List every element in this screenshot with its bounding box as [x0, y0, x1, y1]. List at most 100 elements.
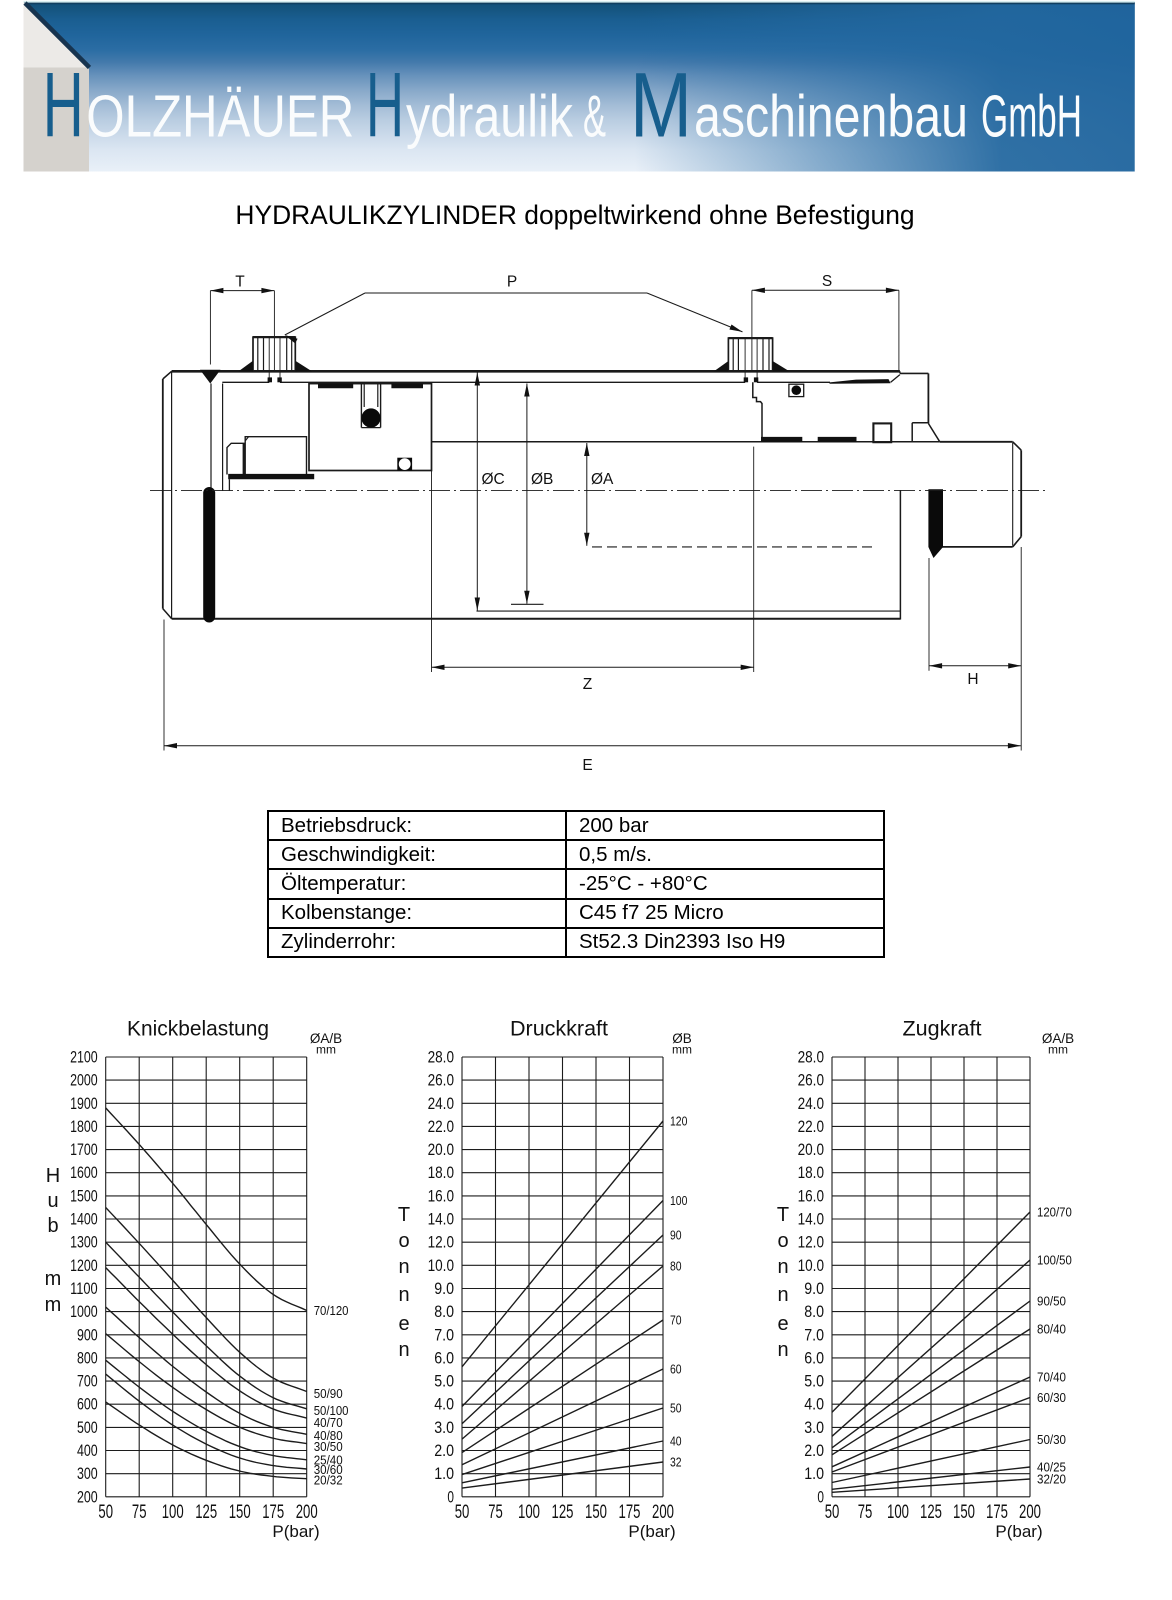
svg-text:mm: mm — [672, 1043, 692, 1057]
svg-text:Druckkraft: Druckkraft — [510, 1017, 608, 1041]
svg-text:1800: 1800 — [70, 1118, 98, 1136]
svg-text:ydraulik: ydraulik — [406, 83, 573, 150]
svg-text:1700: 1700 — [70, 1141, 98, 1159]
svg-text:175: 175 — [986, 1502, 1008, 1523]
svg-text:b: b — [47, 1215, 58, 1237]
svg-text:22.0: 22.0 — [798, 1118, 824, 1136]
svg-text:175: 175 — [262, 1502, 284, 1523]
svg-text:n: n — [398, 1339, 409, 1361]
svg-text:28.0: 28.0 — [428, 1049, 454, 1067]
svg-text:1100: 1100 — [70, 1280, 98, 1298]
svg-text:e: e — [398, 1313, 409, 1335]
svg-text:P(bar): P(bar) — [995, 1522, 1042, 1541]
svg-text:400: 400 — [77, 1442, 98, 1460]
svg-text:n: n — [777, 1256, 788, 1278]
svg-text:100/50: 100/50 — [1037, 1254, 1072, 1268]
svg-text:24.0: 24.0 — [798, 1095, 824, 1113]
svg-text:1.0: 1.0 — [804, 1465, 824, 1483]
svg-text:500: 500 — [77, 1419, 98, 1437]
svg-text:800: 800 — [77, 1349, 98, 1367]
svg-text:P(bar): P(bar) — [628, 1522, 675, 1541]
svg-text:3.0: 3.0 — [434, 1419, 454, 1437]
svg-text:150: 150 — [229, 1502, 251, 1523]
svg-text:T: T — [398, 1204, 410, 1226]
svg-text:125: 125 — [552, 1502, 574, 1523]
svg-text:Zugkraft: Zugkraft — [903, 1017, 982, 1041]
svg-text:S: S — [822, 273, 832, 290]
svg-text:12.0: 12.0 — [798, 1234, 824, 1252]
svg-text:Knickbelastung: Knickbelastung — [127, 1017, 269, 1041]
svg-text:14.0: 14.0 — [798, 1211, 824, 1229]
svg-text:o: o — [777, 1230, 788, 1252]
svg-text:10.0: 10.0 — [798, 1257, 824, 1275]
svg-text:ØC: ØC — [482, 471, 505, 488]
svg-text:16.0: 16.0 — [798, 1187, 824, 1205]
svg-text:5.0: 5.0 — [434, 1373, 454, 1391]
svg-text:100: 100 — [670, 1194, 687, 1208]
svg-text:700: 700 — [77, 1373, 98, 1391]
svg-text:150: 150 — [585, 1502, 607, 1523]
svg-text:20.0: 20.0 — [798, 1141, 824, 1159]
svg-text:50: 50 — [98, 1502, 113, 1523]
svg-text:200: 200 — [296, 1502, 318, 1523]
svg-text:60: 60 — [670, 1363, 682, 1377]
svg-text:ØA: ØA — [591, 471, 614, 488]
svg-text:100: 100 — [162, 1502, 184, 1523]
svg-text:125: 125 — [920, 1502, 942, 1523]
svg-text:175: 175 — [619, 1502, 641, 1523]
svg-text:u: u — [47, 1190, 58, 1212]
svg-text:9.0: 9.0 — [434, 1280, 454, 1298]
svg-text:24.0: 24.0 — [428, 1095, 454, 1113]
svg-text:90: 90 — [670, 1229, 682, 1243]
svg-text:n: n — [777, 1284, 788, 1306]
svg-text:H: H — [967, 671, 978, 688]
svg-text:0: 0 — [817, 1488, 824, 1506]
svg-text:ØB: ØB — [672, 1031, 692, 1046]
svg-text:28.0: 28.0 — [798, 1049, 824, 1067]
svg-text:7.0: 7.0 — [804, 1326, 824, 1344]
svg-text:50: 50 — [455, 1502, 470, 1523]
svg-text:40/70: 40/70 — [314, 1416, 343, 1430]
svg-text:0: 0 — [447, 1488, 454, 1506]
svg-text:32: 32 — [670, 1456, 682, 1470]
svg-text:200: 200 — [1019, 1502, 1041, 1523]
svg-text:6.0: 6.0 — [804, 1349, 824, 1367]
svg-text:e: e — [777, 1313, 788, 1335]
svg-text:o: o — [398, 1230, 409, 1252]
svg-text:20/32: 20/32 — [314, 1474, 343, 1488]
svg-text:Z: Z — [583, 676, 592, 693]
svg-text:150: 150 — [953, 1502, 975, 1523]
svg-text:7.0: 7.0 — [434, 1326, 454, 1344]
svg-text:30/60: 30/60 — [314, 1463, 343, 1477]
svg-text:22.0: 22.0 — [428, 1118, 454, 1136]
svg-text:aschinenbau: aschinenbau — [694, 83, 968, 150]
svg-text:40/25: 40/25 — [1037, 1461, 1066, 1475]
svg-text:600: 600 — [77, 1396, 98, 1414]
svg-text:2100: 2100 — [70, 1049, 98, 1067]
svg-text:50: 50 — [825, 1502, 840, 1523]
svg-text:26.0: 26.0 — [798, 1072, 824, 1090]
svg-text:80: 80 — [670, 1260, 682, 1274]
svg-text:200: 200 — [77, 1488, 98, 1506]
svg-text:50/90: 50/90 — [314, 1387, 343, 1401]
svg-text:300: 300 — [77, 1465, 98, 1483]
svg-text:n: n — [777, 1339, 788, 1361]
svg-text:50/100: 50/100 — [314, 1404, 349, 1418]
svg-text:GmbH: GmbH — [981, 83, 1082, 150]
svg-text:1.0: 1.0 — [434, 1465, 454, 1483]
svg-text:1000: 1000 — [70, 1303, 98, 1321]
svg-text:25/40: 25/40 — [314, 1454, 343, 1468]
svg-text:H: H — [46, 1165, 60, 1187]
svg-text:1300: 1300 — [70, 1234, 98, 1252]
svg-text:90/50: 90/50 — [1037, 1295, 1066, 1309]
svg-text:P(bar): P(bar) — [272, 1522, 319, 1541]
svg-text:12.0: 12.0 — [428, 1234, 454, 1252]
svg-text:32/20: 32/20 — [1037, 1473, 1066, 1487]
svg-text:mm: mm — [1048, 1043, 1068, 1057]
svg-text:70/40: 70/40 — [1037, 1371, 1066, 1385]
svg-text:10.0: 10.0 — [428, 1257, 454, 1275]
svg-text:9.0: 9.0 — [804, 1280, 824, 1298]
svg-text:75: 75 — [858, 1502, 873, 1523]
svg-text:OLZHÄUER: OLZHÄUER — [86, 83, 354, 150]
svg-text:26.0: 26.0 — [428, 1072, 454, 1090]
